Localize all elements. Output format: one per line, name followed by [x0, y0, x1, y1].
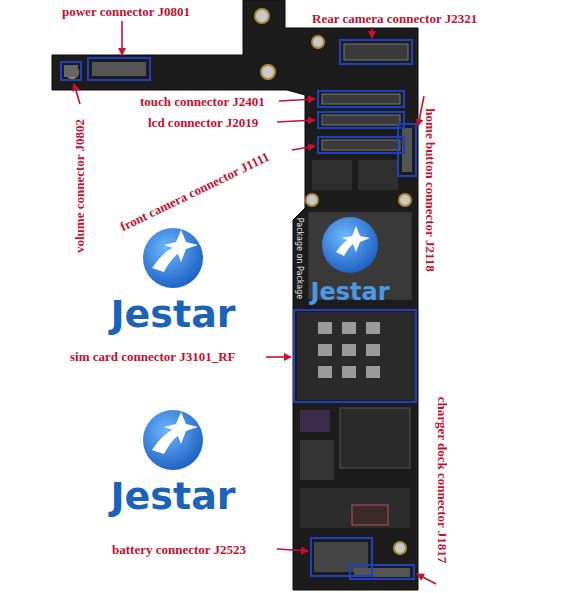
silkscreen-text: Package on Package [296, 217, 305, 298]
callout-label: touch connector J2401 [140, 94, 265, 110]
callout-label: power connector J0801 [62, 4, 190, 20]
callout-label: sim card connector J3101_RF [70, 349, 235, 365]
callout-label: charger dock connector J1817 [434, 397, 450, 564]
callout-label: home button connector J2118 [422, 108, 438, 271]
watermark: Jestar [311, 278, 390, 306]
callout-label: front camera connector J1111 [118, 149, 272, 235]
watermark: Jestar [110, 474, 235, 518]
callout-label: Rear camera connector J2321 [312, 11, 477, 27]
callout-label: volume connector J0802 [72, 119, 88, 253]
watermark: Jestar [110, 292, 235, 336]
callout-label: lcd connector J2019 [148, 115, 258, 131]
callout-label: battery connector J2523 [112, 542, 246, 558]
